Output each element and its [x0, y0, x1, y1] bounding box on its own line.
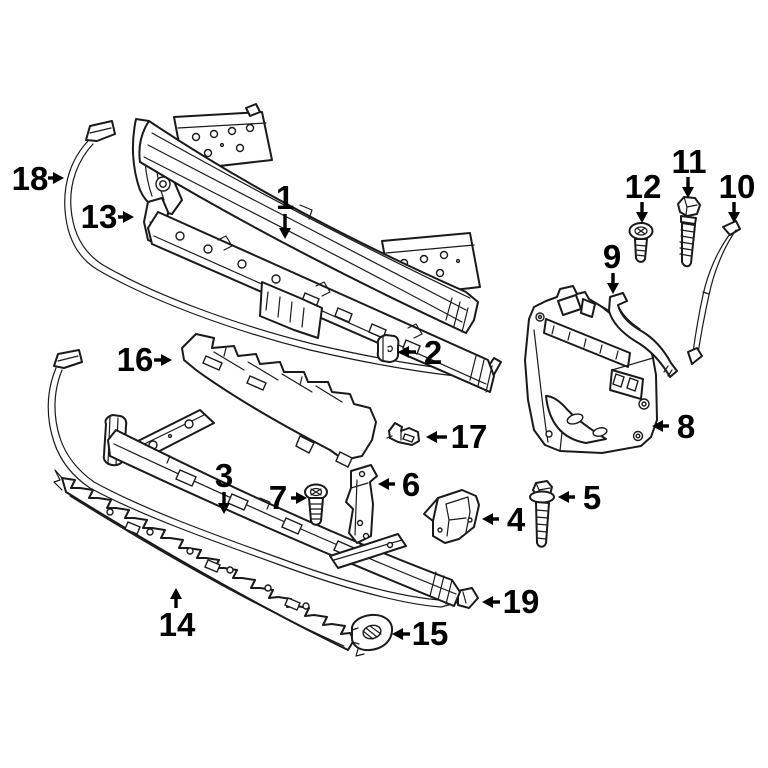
callout-4: 4 [482, 501, 526, 538]
callout-number-5: 5 [583, 479, 601, 516]
callout-number-6: 6 [402, 466, 420, 503]
callout-number-9: 9 [603, 238, 621, 275]
callout-3: 3 [215, 457, 233, 514]
callout-5: 5 [558, 479, 601, 516]
callout-number-11: 11 [672, 143, 707, 180]
callout-9: 9 [603, 238, 621, 294]
callout-number-4: 4 [507, 501, 526, 538]
part-illustration-19-lower-strip [47, 349, 479, 609]
callout-number-7: 7 [269, 479, 287, 516]
callout-18: 18 [12, 160, 64, 197]
callout-number-3: 3 [215, 457, 233, 494]
callout-number-19: 19 [503, 583, 540, 620]
part-illustration-1-bumper-reinforcement [131, 103, 481, 334]
callout-13: 13 [81, 198, 134, 235]
callout-number-2: 2 [424, 334, 442, 371]
callout-number-13: 13 [81, 198, 118, 235]
part-illustration-15-grommet [350, 613, 394, 657]
callout-number-12: 12 [625, 168, 662, 205]
callout-8: 8 [652, 408, 695, 445]
callout-14: 14 [159, 588, 196, 643]
part-illustration-5-bolt [529, 480, 555, 548]
callout-17: 17 [426, 418, 487, 455]
callout-10: 10 [719, 168, 756, 223]
callout-12: 12 [625, 168, 662, 223]
part-illustration-14-lower-deflector [53, 469, 355, 651]
part-illustration-4-channel-bracket [423, 489, 480, 544]
callout-16: 16 [117, 341, 172, 378]
callout-11: 11 [672, 143, 707, 198]
part-illustration-17-clip [386, 422, 420, 446]
callout-number-17: 17 [451, 418, 488, 455]
part-illustration-10-strap [687, 220, 741, 365]
callout-number-16: 16 [117, 341, 154, 378]
callout-number-18: 18 [12, 160, 49, 197]
callout-7: 7 [269, 479, 307, 516]
callout-2: 2 [398, 334, 442, 371]
callout-number-8: 8 [677, 408, 695, 445]
callout-1: 1 [276, 179, 294, 239]
part-illustration-9-support-strap [608, 292, 678, 378]
part-illustration-2-cap [376, 334, 400, 363]
callout-number-15: 15 [412, 615, 449, 652]
part-illustration-11-hex-bolt [677, 196, 701, 268]
part-illustration-8-side-mount [524, 285, 658, 454]
part-illustration-6-guide-bracket [345, 464, 378, 544]
callout-6: 6 [378, 466, 420, 503]
callout-19: 19 [482, 583, 539, 620]
callout-number-1: 1 [276, 179, 294, 216]
part-illustration-3-lower-carrier [102, 409, 461, 607]
callout-number-14: 14 [159, 606, 196, 643]
callout-number-10: 10 [719, 168, 756, 205]
part-illustration-16-lower-guide [181, 333, 377, 468]
part-illustration-7-screw [304, 483, 328, 526]
part-illustration-12-screw [628, 222, 654, 263]
callout-15: 15 [392, 615, 448, 652]
